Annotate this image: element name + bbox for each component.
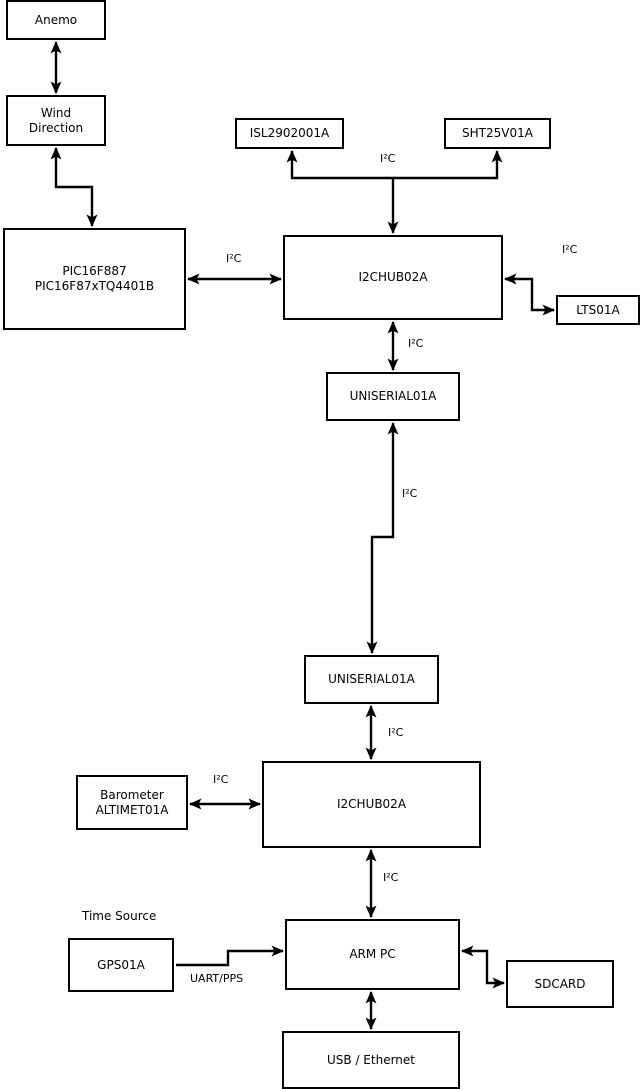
node-sht25v01a[interactable]: SHT25V01A xyxy=(444,118,551,149)
edge-label-i2c-uniserial-hub: I²C xyxy=(388,726,404,739)
node-label: Wind Direction xyxy=(28,105,84,135)
node-label: USB / Ethernet xyxy=(327,1052,415,1067)
edge-label-i2c-hub-lts: I²C xyxy=(562,243,578,256)
edge-label-i2c-hub-armpc: I²C xyxy=(383,871,399,884)
wire-hub-lts xyxy=(504,273,555,316)
node-anemo[interactable]: Anemo xyxy=(6,0,106,40)
node-label: I2CHUB02A xyxy=(358,270,428,284)
node-label: GPS01A xyxy=(97,957,145,972)
node-label: UNISERIAL01A xyxy=(349,389,437,403)
wire-hub-isl xyxy=(286,150,399,234)
node-label: I2CHUB02A xyxy=(336,797,407,811)
node-label: SHT25V01A xyxy=(462,126,533,140)
node-label: PIC16F887 PIC16F87xTQ4401B xyxy=(34,264,155,293)
edge-label-i2c-hub-uniserial: I²C xyxy=(408,337,424,350)
node-lts01a[interactable]: LTS01A xyxy=(556,295,640,325)
node-arm-pc[interactable]: ARM PC xyxy=(285,919,460,990)
edge-label-uart-pps: UART/PPS xyxy=(190,972,244,985)
edge-label-i2c-sensor-bus: I²C xyxy=(380,152,396,165)
node-uniserial01a-bottom[interactable]: UNISERIAL01A xyxy=(304,655,439,704)
node-label: Barometer ALTIMET01A xyxy=(95,787,169,817)
node-uniserial01a-top[interactable]: UNISERIAL01A xyxy=(326,372,460,421)
wire-hub-sht xyxy=(393,150,503,180)
node-label: UNISERIAL01A xyxy=(328,672,415,686)
node-wind-direction[interactable]: Wind Direction xyxy=(6,95,106,146)
node-pic-microcontroller[interactable]: PIC16F887 PIC16F87xTQ4401B xyxy=(3,228,186,330)
edge-label-i2c-baro-hub: I²C xyxy=(213,773,229,786)
node-label: SDCARD xyxy=(534,976,586,991)
wire-gps-armpc xyxy=(176,945,284,967)
node-usb-ethernet[interactable]: USB / Ethernet xyxy=(282,1031,460,1089)
node-label: LTS01A xyxy=(576,302,620,317)
edge-label-i2c-uniserial-link: I²C xyxy=(402,487,418,500)
node-gps01a[interactable]: GPS01A xyxy=(68,938,174,992)
node-label: ARM PC xyxy=(349,947,396,961)
label-time-source: Time Source xyxy=(82,909,157,923)
node-barometer-altimet01a[interactable]: Barometer ALTIMET01A xyxy=(76,775,188,830)
edge-label-i2c-pic-hub: I²C xyxy=(226,252,242,265)
wire-uniserial-link xyxy=(366,422,399,654)
node-label: Anemo xyxy=(34,12,78,27)
wire-wind-pic xyxy=(50,147,98,227)
node-isl2902001a[interactable]: ISL2902001A xyxy=(235,118,344,149)
node-i2chub02a-top[interactable]: I2CHUB02A xyxy=(283,235,503,320)
node-i2chub02a-bottom[interactable]: I2CHUB02A xyxy=(262,761,481,848)
node-sdcard[interactable]: SDCARD xyxy=(506,960,614,1008)
wire-armpc-sdcard xyxy=(461,945,505,989)
node-label: ISL2902001A xyxy=(249,126,330,140)
